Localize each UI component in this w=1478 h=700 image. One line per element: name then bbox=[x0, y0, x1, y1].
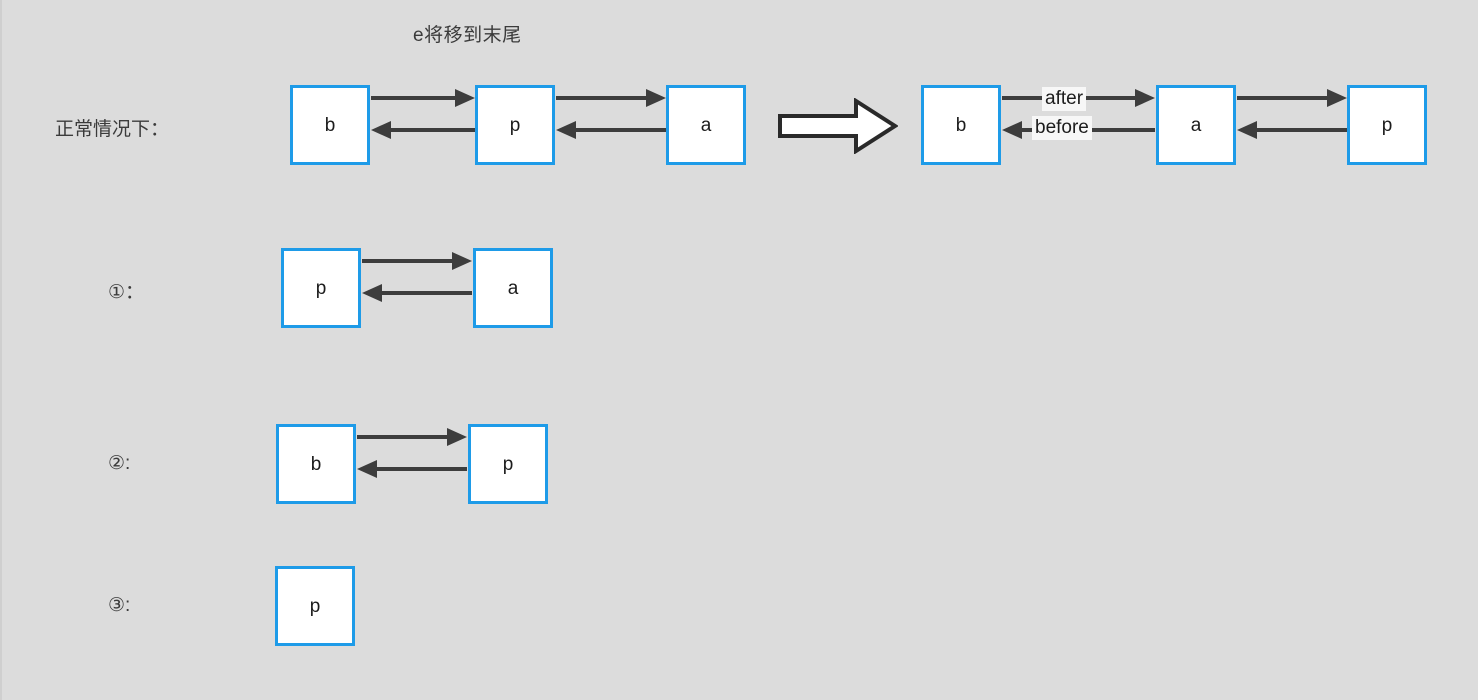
edge-label-before: before bbox=[1032, 116, 1092, 140]
node-row0-after-a[interactable]: a bbox=[1156, 85, 1236, 165]
block-arrow-right-icon bbox=[778, 97, 899, 159]
node-row0-after-b[interactable]: b bbox=[921, 85, 1001, 165]
node-row0-after-p[interactable]: p bbox=[1347, 85, 1427, 165]
node-row1-p[interactable]: p bbox=[281, 248, 361, 328]
row-label-step-1: ①： bbox=[108, 282, 145, 303]
node-row0-before-p[interactable]: p bbox=[475, 85, 555, 165]
edge-label-after: after bbox=[1042, 87, 1087, 111]
left-border-line bbox=[0, 0, 2, 700]
diagram-title: e将移到末尾 bbox=[413, 25, 522, 46]
node-row1-a[interactable]: a bbox=[473, 248, 553, 328]
node-row0-before-b[interactable]: b bbox=[290, 85, 370, 165]
node-row0-before-a[interactable]: a bbox=[666, 85, 746, 165]
node-row2-b[interactable]: b bbox=[276, 424, 356, 504]
row-label-step-3: ③: bbox=[108, 595, 131, 616]
node-row3-p[interactable]: p bbox=[275, 566, 355, 646]
row-label-normal-case: 正常情况下： bbox=[55, 119, 170, 140]
row-label-step-2: ②: bbox=[108, 453, 131, 474]
node-row2-p[interactable]: p bbox=[468, 424, 548, 504]
